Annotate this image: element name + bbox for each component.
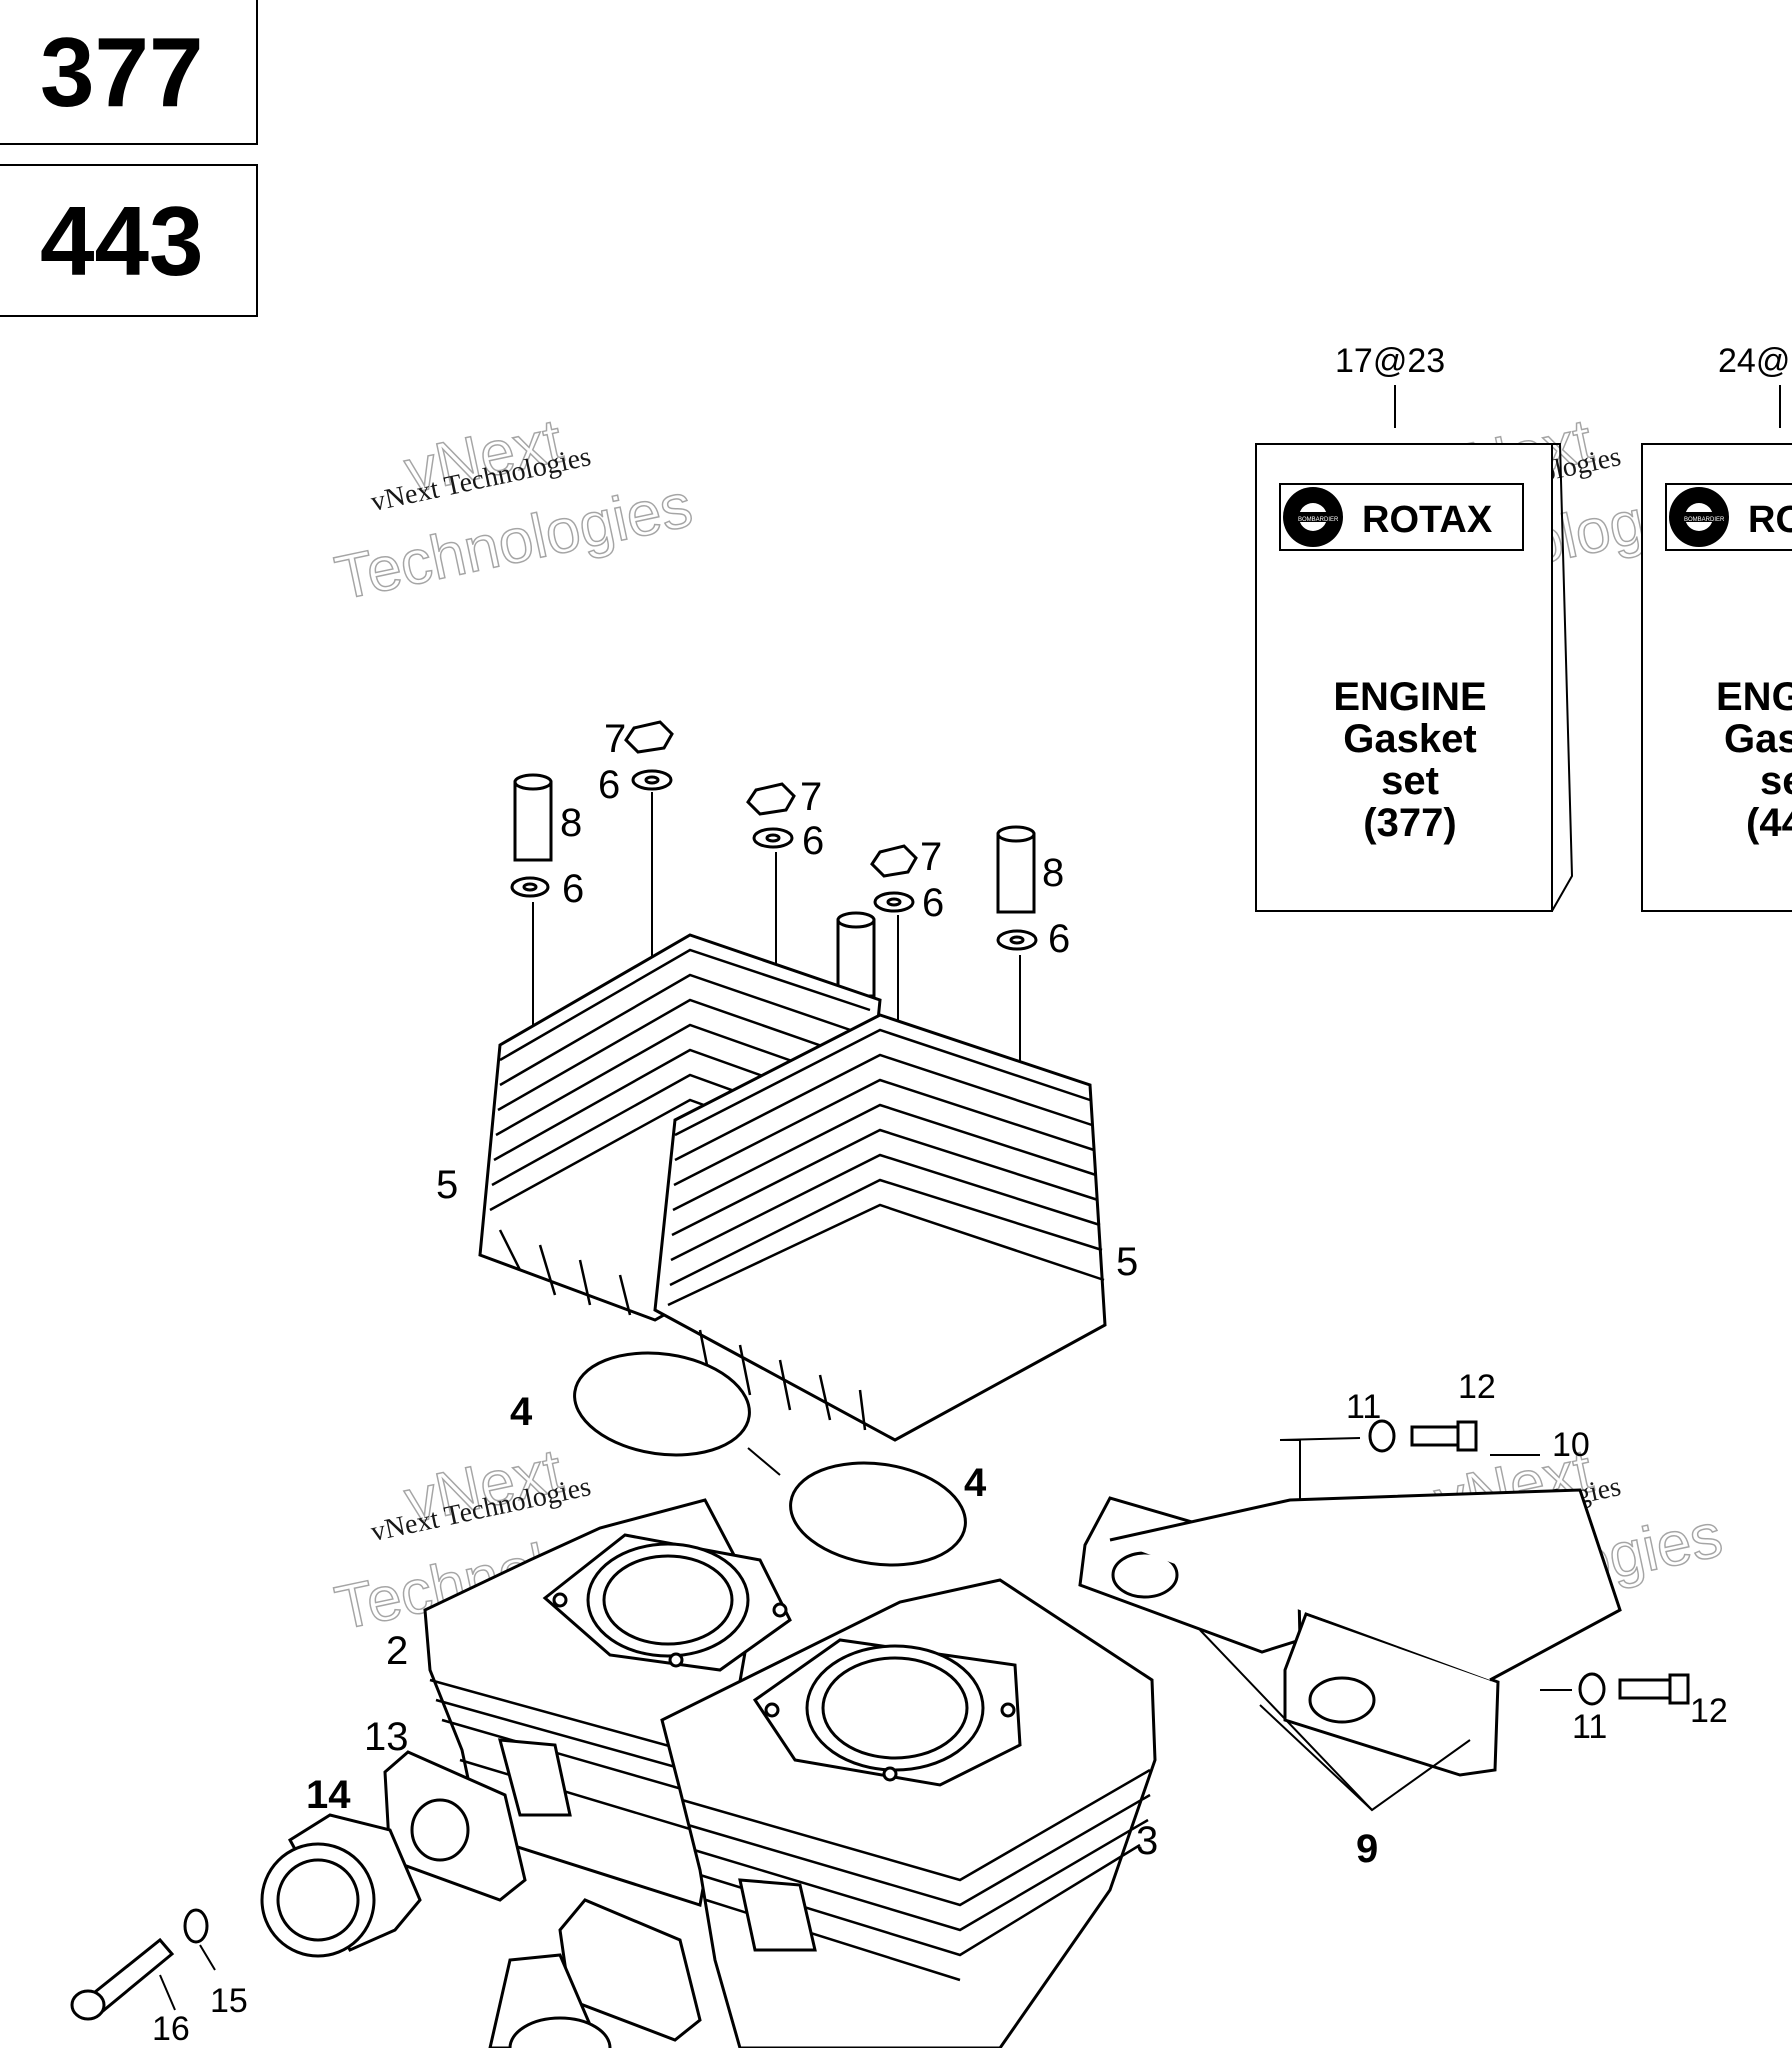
- head-gasket-ring: [573, 1351, 751, 1457]
- callout-7: 7: [604, 717, 626, 761]
- kit-title-line: ENG: [1716, 675, 1792, 719]
- exhaust-port-left: [497, 1738, 572, 1817]
- stud-spacer-icon: [513, 773, 553, 862]
- bolt-16-icon: [70, 1937, 175, 2021]
- kit-ref-label: 24@: [1718, 342, 1790, 380]
- callout-labels: 7 6 8 6 7 6 7 6 8 6 5 5 4 4 2 3 9 10 11 …: [152, 717, 1728, 2048]
- callout-9: 9: [1356, 1827, 1378, 1871]
- kit-maker-text: BOMBARDIER: [1684, 517, 1725, 523]
- callout-6: 6: [562, 867, 584, 911]
- kit-title-line: (44: [1746, 801, 1792, 845]
- kit-title-line: (377): [1363, 801, 1456, 845]
- gasket-kit-443[interactable]: 24@ BOMBARDIER RO ENG Gas se (44: [1641, 342, 1792, 912]
- hardware-11-12: [1368, 1419, 1690, 1706]
- callout-7: 7: [800, 775, 822, 819]
- callout-8: 8: [560, 801, 582, 845]
- callout-13: 13: [364, 1715, 409, 1759]
- manifold-gaskets-right: [1078, 1437, 1622, 1812]
- stud-spacer-icon: [836, 911, 876, 998]
- washer-icon: [1578, 1672, 1606, 1706]
- engine-model-377-box: 377: [0, 0, 258, 145]
- callout-7: 7: [920, 835, 942, 879]
- washer-icon: [1368, 1419, 1396, 1453]
- callout-4: 4: [510, 1390, 533, 1434]
- kit-title-line: Gas: [1724, 717, 1792, 761]
- exhaust-port-right: [738, 1878, 817, 1952]
- callout-16: 16: [152, 2010, 190, 2048]
- kit-brand-text: ROTAX: [1362, 499, 1493, 541]
- kit-maker-text: BOMBARDIER: [1298, 517, 1339, 523]
- nut-icon: [746, 782, 796, 816]
- callout-5: 5: [436, 1163, 458, 1207]
- nut-icon: [870, 844, 918, 878]
- kit-title-line: ENGINE: [1333, 675, 1486, 719]
- callout-11: 11: [1572, 1708, 1607, 1746]
- cylinder-head-right: [653, 1013, 1107, 1442]
- nut-icon: [624, 720, 674, 754]
- bombardier-gear-icon: [1669, 487, 1729, 547]
- callout-11: 11: [1346, 1388, 1381, 1426]
- kit-title-line: se: [1760, 759, 1792, 803]
- engine-model-377: 377: [40, 16, 204, 127]
- bolt-icon: [1618, 1673, 1690, 1705]
- callout-6: 6: [1048, 917, 1070, 961]
- callout-10: 10: [1552, 1426, 1590, 1464]
- washer-icon: [183, 1908, 209, 1944]
- callout-15: 15: [210, 1982, 248, 2020]
- callout-3: 3: [1136, 1819, 1158, 1863]
- kit-title-line: Gasket: [1343, 717, 1476, 761]
- callout-8: 8: [1042, 851, 1064, 895]
- callout-12: 12: [1458, 1368, 1496, 1406]
- engine-model-443-box: 443: [0, 164, 258, 317]
- kit-brand-text: RO: [1748, 499, 1792, 541]
- callout-14: 14: [306, 1773, 351, 1817]
- gasket-kit-377[interactable]: 17@23 BOMBARDIER ROTAX ENGINE Gasket set…: [1255, 342, 1574, 912]
- callout-4: 4: [964, 1461, 987, 1505]
- callout-2: 2: [386, 1629, 408, 1673]
- engine-model-443: 443: [40, 185, 204, 296]
- watermark-top-left: vNext vNext Technologies Technologies: [329, 406, 699, 615]
- cylinder-right: [660, 1578, 1157, 2048]
- callout-6: 6: [802, 819, 824, 863]
- head-gasket-ring: [789, 1461, 967, 1567]
- kit-ref-label: 17@23: [1335, 342, 1445, 380]
- bombardier-gear-icon: [1283, 487, 1343, 547]
- callout-12: 12: [1690, 1692, 1728, 1730]
- kit-title-line: set: [1381, 759, 1439, 803]
- stud-spacer-icon: [996, 825, 1036, 914]
- intake-manifold-left: [70, 1750, 702, 2048]
- bolt-icon: [1410, 1420, 1478, 1452]
- callout-5: 5: [1116, 1240, 1138, 1284]
- callout-6: 6: [598, 763, 620, 807]
- callout-6: 6: [922, 881, 944, 925]
